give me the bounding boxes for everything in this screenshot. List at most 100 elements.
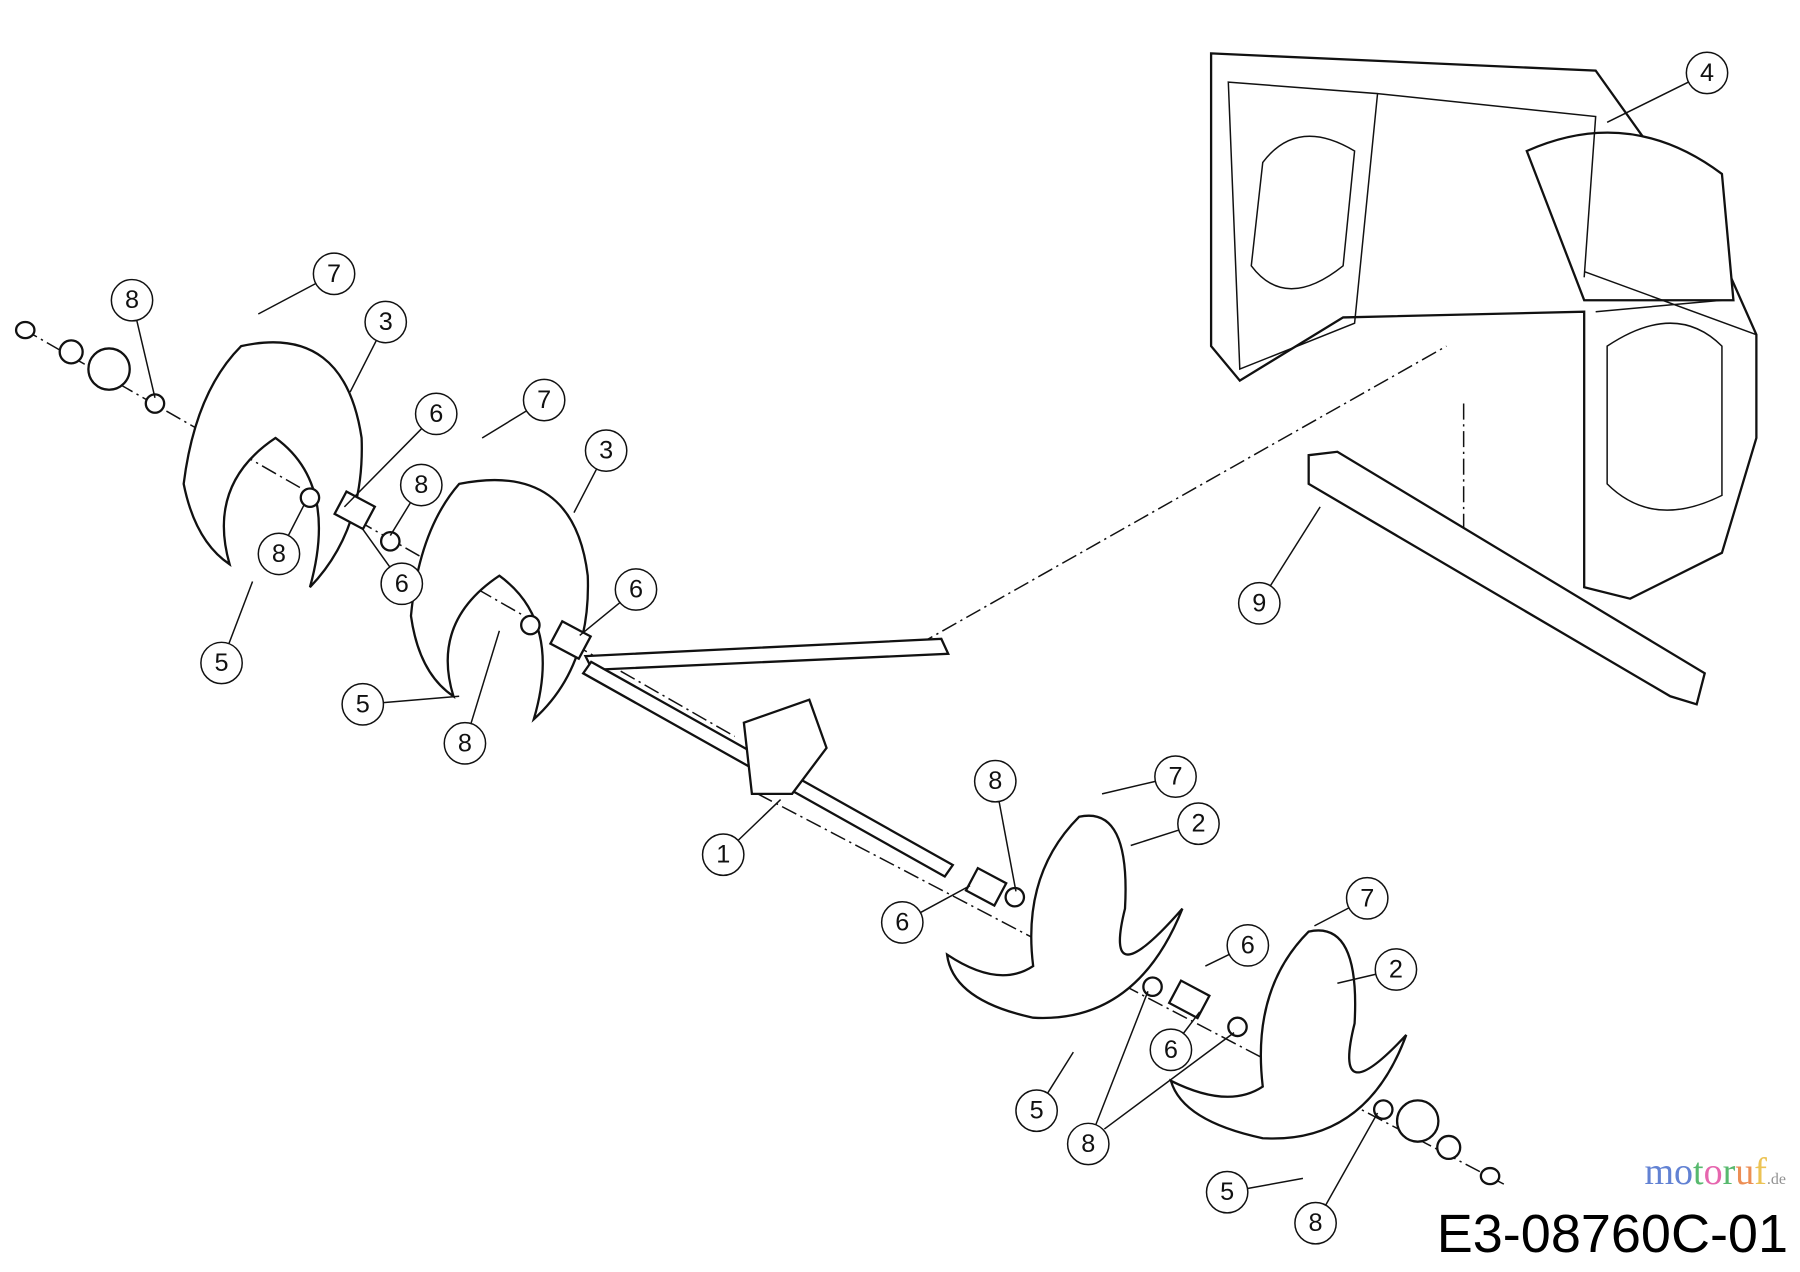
- callout-label: 5: [356, 690, 370, 718]
- callout-label: 8: [125, 286, 139, 314]
- callout-bushing: 8: [110, 278, 156, 398]
- leader-line: [383, 695, 460, 704]
- leader-line: [1205, 953, 1230, 967]
- leader-line: [287, 504, 305, 536]
- callout-circle: [1205, 1170, 1249, 1214]
- leader-line: [481, 410, 527, 439]
- auger-right-outer: [1169, 929, 1408, 1140]
- callout-circle: [701, 833, 745, 877]
- callout-auger-right: 2: [1337, 948, 1418, 991]
- watermark-letter: o: [1703, 1151, 1723, 1193]
- callout-skid-bar: 9: [1237, 506, 1321, 625]
- watermark-suffix: .de: [1766, 1171, 1786, 1188]
- callout-circle: [399, 463, 443, 507]
- callout-circle: [1177, 802, 1220, 846]
- callout-label: 2: [1389, 955, 1403, 983]
- callout-spacer: 6: [360, 527, 424, 606]
- callout-auger-housing: 4: [1606, 51, 1729, 123]
- callout-label: 8: [1309, 1209, 1323, 1237]
- leader-line: [579, 601, 621, 637]
- callout-circle: [614, 568, 658, 611]
- callout-circle: [522, 378, 566, 422]
- callout-label: 3: [599, 437, 613, 465]
- watermark-letter: f: [1754, 1151, 1767, 1193]
- leader-line: [470, 630, 501, 724]
- callout-shear-bolt: 7: [1314, 876, 1389, 927]
- skid-bar: [1307, 450, 1707, 706]
- callout-spacer: 6: [1149, 1011, 1201, 1072]
- leader-line: [1606, 81, 1689, 123]
- watermark-letter: r: [1722, 1151, 1736, 1193]
- callout-label: 5: [1030, 1097, 1044, 1125]
- callout-label: 9: [1252, 589, 1266, 617]
- callout-label: 6: [395, 570, 409, 598]
- callout-circle: [1149, 1028, 1193, 1072]
- callout-bushing: 8: [973, 759, 1017, 892]
- callout-label: 6: [629, 576, 643, 604]
- callout-label: 5: [1220, 1178, 1234, 1206]
- callout-label: 3: [379, 308, 393, 336]
- callout-label: 8: [414, 471, 428, 499]
- callout-cotter-pin: 5: [1205, 1170, 1304, 1214]
- callout-label: 7: [327, 260, 341, 288]
- leader-line: [1314, 907, 1350, 927]
- callout-circle: [1374, 948, 1418, 991]
- leader-line: [1325, 1112, 1379, 1206]
- callout-circle: [364, 300, 408, 344]
- callout-bushing: 8: [389, 463, 443, 536]
- leader-line: [1101, 780, 1156, 795]
- leader-line: [136, 320, 156, 398]
- callout-gearbox-shaft: 1: [701, 799, 782, 877]
- callout-bushing: 8: [443, 630, 501, 765]
- watermark-letter: u: [1735, 1151, 1755, 1193]
- callout-spacer: 6: [1205, 923, 1270, 967]
- axis-line: [22, 328, 1505, 1185]
- callout-circle: [1015, 1089, 1059, 1133]
- callout-auger-left: 3: [349, 300, 408, 393]
- leader-line: [389, 502, 412, 536]
- callout-circle: [443, 721, 487, 765]
- gearbox-shaft: [581, 637, 955, 879]
- callout-circle: [110, 278, 154, 322]
- watermark-logo: motoruf.de: [1644, 1150, 1786, 1202]
- callout-label: 6: [1164, 1036, 1178, 1064]
- diagram-code: E3-08760C-01: [1436, 1204, 1788, 1264]
- callout-cotter-pin: 5: [341, 682, 460, 726]
- callout-auger-right: 2: [1130, 802, 1220, 847]
- callout-circle: [380, 562, 424, 606]
- leader-line: [1247, 1177, 1304, 1190]
- callout-circle: [1226, 923, 1270, 967]
- leader-line: [349, 340, 378, 393]
- callout-circle: [341, 682, 385, 726]
- leader-line: [228, 581, 254, 644]
- leader-line: [257, 282, 317, 315]
- callout-label: 1: [716, 841, 730, 869]
- callout-label: 7: [1360, 884, 1374, 912]
- leader-line: [360, 527, 391, 568]
- callout-bushing: 8: [1294, 1112, 1379, 1245]
- leader-line: [1046, 1051, 1074, 1094]
- spacers: [14, 320, 1501, 1186]
- callout-circle: [584, 429, 628, 473]
- callout-circle: [257, 532, 301, 576]
- leader-line: [343, 428, 423, 508]
- callout-circle: [973, 759, 1017, 803]
- callout-label: 8: [988, 767, 1002, 795]
- callout-label: 6: [429, 400, 443, 428]
- callout-label: 7: [537, 386, 551, 414]
- leader-line: [1269, 506, 1321, 587]
- callout-label: 8: [1081, 1130, 1095, 1158]
- leader-line: [1103, 1032, 1235, 1130]
- callout-spacer: 6: [579, 568, 658, 637]
- callout-circle: [1685, 51, 1729, 95]
- leader-line: [1095, 991, 1149, 1125]
- callout-circle: [880, 901, 924, 944]
- callout-label: 8: [458, 729, 472, 757]
- callout-label: 7: [1168, 763, 1182, 791]
- callout-label: 8: [272, 540, 286, 568]
- callout-circle: [1154, 755, 1197, 799]
- leader-line: [998, 801, 1017, 892]
- watermark-letter: m: [1644, 1151, 1675, 1193]
